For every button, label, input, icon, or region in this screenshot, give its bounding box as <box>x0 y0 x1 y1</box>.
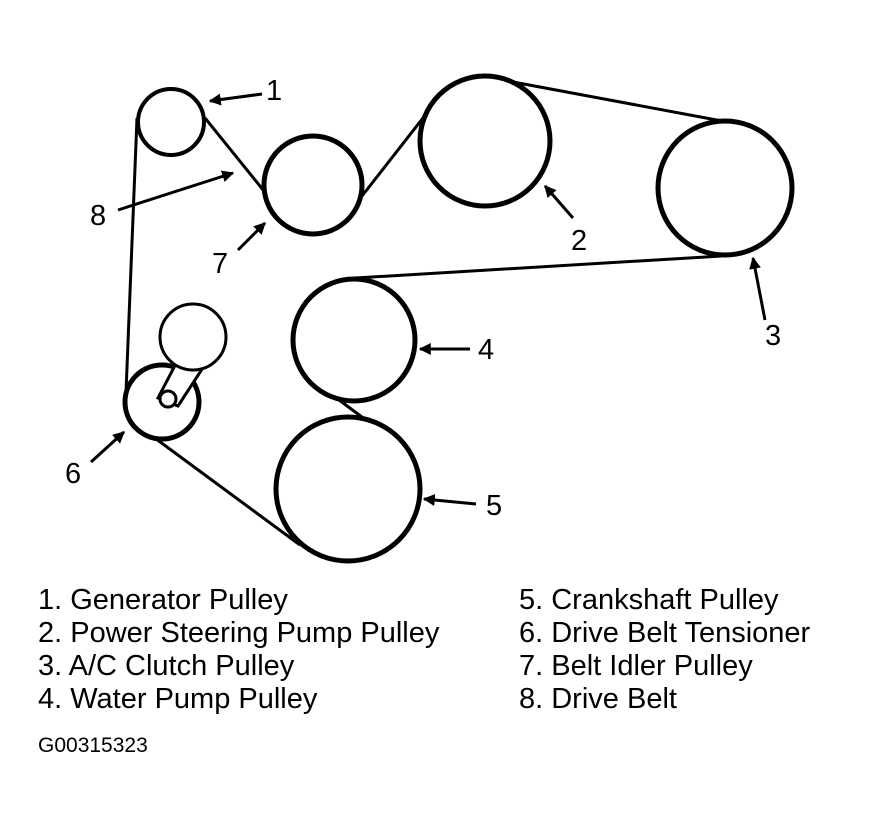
callout-arrows <box>89 92 767 507</box>
callout-1: 1 <box>266 75 282 107</box>
callout-3: 3 <box>765 320 781 352</box>
belt-segment-generator-idler <box>203 117 270 197</box>
arrow-crankshaft <box>422 494 477 507</box>
legend-item: 5. Crankshaft Pulley <box>519 584 779 616</box>
belt-segment-idler-powersteering <box>360 117 425 197</box>
drive-belt-tensioner <box>122 302 228 442</box>
crankshaft-pulley <box>273 414 423 564</box>
belt-idler-pulley <box>261 133 365 237</box>
generator-pulley <box>136 87 206 157</box>
ac-clutch-pulley <box>655 118 795 258</box>
legend-item: 8. Drive Belt <box>519 683 677 715</box>
arrow-tensioner <box>89 430 126 464</box>
legend-item: 6. Drive Belt Tensioner <box>519 617 811 649</box>
tensioner-body <box>158 302 228 372</box>
callout-2: 2 <box>571 225 587 257</box>
belt-segment-ac-waterpump <box>354 254 723 280</box>
belt-segment-powersteering-ac <box>496 77 723 123</box>
legend-item: 3. A/C Clutch Pulley <box>38 650 295 682</box>
power-steering-pump-pulley <box>417 73 553 209</box>
callout-5: 5 <box>486 490 502 522</box>
legend-item: 1. Generator Pulley <box>38 584 288 616</box>
legend-left-column: 1. Generator Pulley 2. Power Steering Pu… <box>38 584 439 716</box>
legend-item: 7. Belt Idler Pulley <box>519 650 753 682</box>
callout-7: 7 <box>212 248 228 280</box>
arrow-ac-clutch <box>749 256 767 321</box>
arrow-drive-belt <box>117 170 235 212</box>
callout-4: 4 <box>478 334 494 366</box>
legend-item: 2. Power Steering Pump Pulley <box>38 617 440 649</box>
belt-segment-crank-tensioner <box>147 431 301 547</box>
callout-8: 8 <box>90 200 106 232</box>
water-pump-pulley <box>290 276 418 404</box>
belt-segment-tensioner-generator <box>124 117 139 393</box>
belt-routing-diagram: 1 2 3 4 5 6 7 8 <box>65 73 795 564</box>
drive-belt <box>124 77 723 547</box>
tensioner-pivot <box>158 389 178 409</box>
arrow-generator <box>208 92 263 106</box>
arrow-idler <box>236 221 267 252</box>
legend-item: 4. Water Pump Pulley <box>38 683 318 715</box>
arrow-power-steering <box>543 185 575 219</box>
figure-code: G00315323 <box>38 734 148 757</box>
legend-right-column: 5. Crankshaft Pulley 6. Drive Belt Tensi… <box>519 584 810 716</box>
callout-6: 6 <box>65 458 81 490</box>
